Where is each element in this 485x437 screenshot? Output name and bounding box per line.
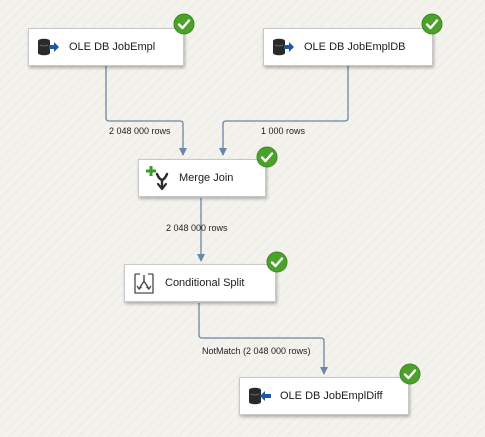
success-check-icon (421, 13, 443, 35)
success-check-icon (266, 251, 288, 273)
merge-join-icon (146, 166, 169, 191)
ole-db-destination-jobempldiff[interactable]: OLE DB JobEmplDiff (239, 377, 409, 415)
merge-join-component[interactable]: Merge Join (138, 159, 266, 197)
ole-db-source-icon (273, 38, 294, 56)
success-check-icon (256, 146, 278, 168)
path-src2-to-merge[interactable] (219, 66, 349, 156)
success-check-icon (173, 13, 195, 35)
component-label: OLE DB JobEmpl (69, 41, 156, 53)
path-label-src2[interactable]: 1 000 rows (261, 126, 306, 136)
ole-db-source-jobempl[interactable]: OLE DB JobEmpl (28, 28, 184, 66)
path-split-to-dest[interactable] (198, 303, 328, 375)
path-label-src1[interactable]: 2 048 000 rows (109, 126, 171, 136)
component-label: Conditional Split (165, 277, 245, 289)
component-label: OLE DB JobEmplDB (304, 41, 406, 53)
component-label: OLE DB JobEmplDiff (280, 390, 383, 402)
path-label-merge[interactable]: 2 048 000 rows (166, 223, 228, 233)
success-check-icon (399, 363, 421, 385)
component-label: Merge Join (179, 172, 234, 184)
ole-db-source-icon (38, 38, 59, 56)
ole-db-destination-icon (249, 387, 271, 405)
conditional-split-component[interactable]: Conditional Split (124, 264, 276, 302)
path-label-split[interactable]: NotMatch (2 048 000 rows) (202, 346, 311, 356)
ole-db-source-jobempldb[interactable]: OLE DB JobEmplDB (263, 28, 433, 66)
path-src1-to-merge[interactable] (105, 66, 187, 156)
conditional-split-icon (134, 273, 154, 294)
